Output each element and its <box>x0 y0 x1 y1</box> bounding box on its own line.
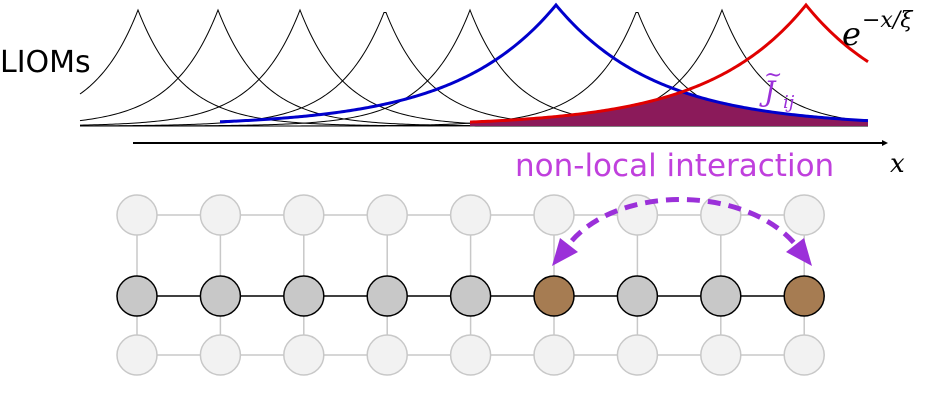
interaction-label: non-local interaction <box>515 148 834 184</box>
site-faded <box>783 194 825 236</box>
site-faded <box>616 334 659 376</box>
decay-base: e <box>842 15 861 53</box>
site-faded <box>283 194 325 236</box>
site-chain-0 <box>116 275 158 317</box>
coupling-tilde: ~ <box>764 63 782 88</box>
site-faded <box>199 334 242 376</box>
lioms-label: LIOMs <box>0 45 91 80</box>
site-chain-6 <box>616 275 659 317</box>
site-faded <box>449 334 492 376</box>
x-axis-label: x <box>890 149 905 179</box>
site-faded <box>116 194 158 236</box>
lattice <box>116 194 825 376</box>
interaction-arrow <box>557 197 808 260</box>
site-faded <box>199 194 242 236</box>
site-faded <box>366 334 408 376</box>
coupling-label: ~ J ij <box>759 63 795 113</box>
site-chain-3 <box>366 275 408 317</box>
site-faded <box>783 334 825 376</box>
site-faded <box>116 334 158 376</box>
arrow-head-right <box>786 238 812 266</box>
arrow-head-left <box>552 238 578 266</box>
overlap-region <box>470 91 868 126</box>
site-chain-7 <box>700 275 742 317</box>
site-faded <box>449 194 492 236</box>
site-faded <box>700 194 742 236</box>
liom-curve-i <box>219 2 869 124</box>
site-faded <box>283 334 325 376</box>
site-chain-4 <box>449 275 492 317</box>
decay-formula: e −x/ξ <box>842 8 914 53</box>
site-faded <box>366 194 408 236</box>
liom-curve-j <box>469 2 869 124</box>
coupling-symbol: J <box>759 75 777 108</box>
site-chain-2 <box>283 275 325 317</box>
site-faded <box>700 334 742 376</box>
site-faded <box>533 194 575 236</box>
coupling-subscript: ij <box>783 92 795 113</box>
site-faded <box>533 334 575 376</box>
site-active-5 <box>533 275 575 317</box>
decay-exponent: −x/ξ <box>862 8 914 33</box>
site-chain-1 <box>199 275 242 317</box>
site-active-8 <box>783 275 825 317</box>
